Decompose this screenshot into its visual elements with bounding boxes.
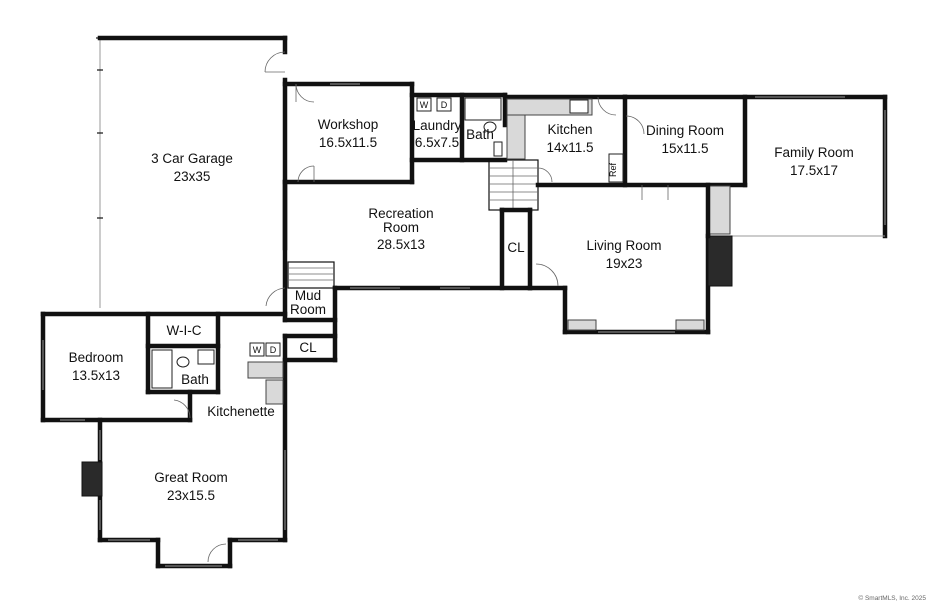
copyright-text: © SmartMLS, Inc. 2025 bbox=[858, 594, 926, 602]
kitchen-walls bbox=[502, 94, 748, 188]
closet-1-walls bbox=[499, 207, 533, 291]
great-room-name: Great Room bbox=[154, 470, 228, 485]
kitchenette-washer-label: W bbox=[253, 345, 262, 355]
bath-bed-name: Bath bbox=[181, 372, 209, 387]
mudroom-name-line1: Mud bbox=[295, 288, 321, 303]
wic-name: W-I-C bbox=[167, 323, 202, 338]
kitchenette-dryer-label: D bbox=[270, 345, 277, 355]
bedroom-size: 13.5x13 bbox=[72, 368, 120, 383]
recreation-size: 28.5x13 bbox=[377, 237, 425, 252]
kitchen-name: Kitchen bbox=[547, 122, 592, 137]
great-room-size: 23x15.5 bbox=[167, 488, 215, 503]
family-name: Family Room bbox=[774, 145, 854, 160]
garage-size: 23x35 bbox=[174, 169, 211, 184]
kitchen-size: 14x11.5 bbox=[546, 140, 593, 155]
dining-size: 15x11.5 bbox=[661, 141, 708, 156]
workshop-walls bbox=[282, 81, 415, 185]
bath-main-name: Bath bbox=[466, 127, 494, 142]
living-name: Living Room bbox=[586, 238, 661, 253]
mudroom-name-line2: Room bbox=[290, 302, 326, 317]
recreation-name-line1: Recreation bbox=[368, 206, 433, 221]
dining-walls bbox=[622, 94, 888, 188]
family-walls bbox=[707, 94, 888, 239]
laundry-bath-walls bbox=[409, 92, 508, 163]
recreation-walls bbox=[282, 179, 533, 323]
workshop-name: Workshop bbox=[318, 117, 379, 132]
garage-name: 3 Car Garage bbox=[151, 151, 233, 166]
refrigerator-label: Ref bbox=[608, 163, 618, 178]
laundry-dryer-label: D bbox=[441, 100, 448, 110]
laundry-washer-label: W bbox=[420, 100, 429, 110]
bedroom-walls bbox=[40, 311, 288, 423]
workshop-size: 16.5x11.5 bbox=[319, 135, 377, 150]
family-size: 17.5x17 bbox=[790, 163, 838, 178]
laundry-name: Laundry bbox=[413, 118, 462, 133]
dining-name: Dining Room bbox=[646, 123, 724, 138]
great-room-walls bbox=[81, 399, 288, 569]
closet-2-name: CL bbox=[299, 340, 317, 355]
living-size: 19x23 bbox=[606, 256, 643, 271]
recreation-name-line2: Room bbox=[383, 220, 419, 235]
living-walls bbox=[527, 182, 733, 335]
kitchenette-name: Kitchenette bbox=[207, 404, 275, 419]
bedroom-name: Bedroom bbox=[69, 350, 124, 365]
mudroom-walls bbox=[265, 285, 338, 543]
closet-1-name: CL bbox=[507, 240, 525, 255]
laundry-size: 6.5x7.5 bbox=[415, 135, 459, 150]
